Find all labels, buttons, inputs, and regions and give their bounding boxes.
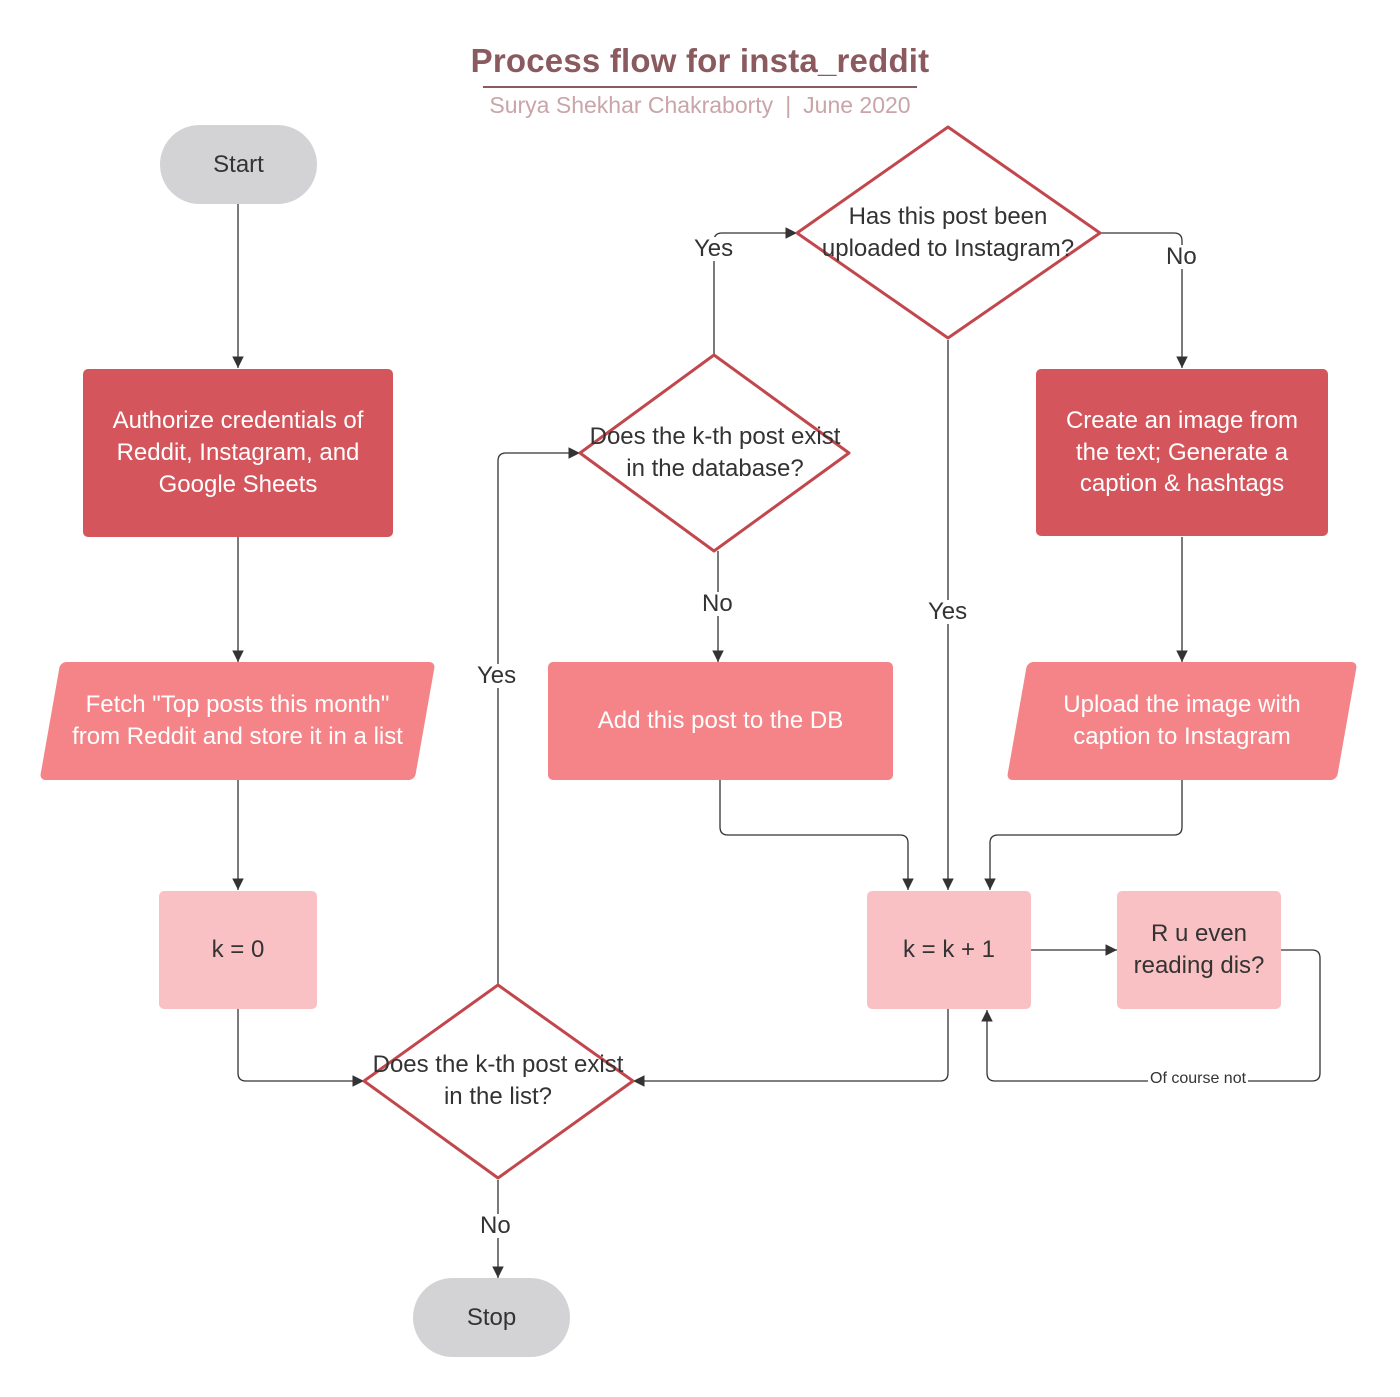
diagram-subtitle: Surya Shekhar Chakraborty | June 2020 bbox=[0, 92, 1400, 119]
diagram-title: Process flow for insta_reddit bbox=[470, 42, 930, 79]
fetch-posts-label: Fetch "Top posts this month" from Reddit… bbox=[72, 691, 403, 750]
label-uploaded-no: No bbox=[1164, 243, 1199, 270]
decision-list-shape bbox=[362, 983, 635, 1180]
label-list-no: No bbox=[478, 1212, 513, 1239]
label-reading-loop: Of course not bbox=[1148, 1070, 1249, 1087]
edge-uploaded-no-create bbox=[1100, 232, 1188, 368]
decision-uploaded-label: Has this post been uploaded to Instagram… bbox=[821, 203, 1075, 262]
edge-kinc-list bbox=[633, 1009, 949, 1087]
decision-list-label: Does the k-th post exist in the list? bbox=[372, 1051, 624, 1110]
edge-kinit-list bbox=[237, 1009, 364, 1087]
fetch-posts-io: Fetch "Top posts this month" from Reddit… bbox=[39, 662, 436, 780]
decision-db-label: Does the k-th post exist in the database… bbox=[589, 423, 841, 482]
add-post-db-box: Add this post to the DB bbox=[548, 662, 893, 780]
author-name: Surya Shekhar Chakraborty bbox=[489, 92, 774, 118]
label-db-yes: Yes bbox=[692, 235, 736, 262]
label-db-no: No bbox=[700, 590, 735, 617]
edge-reading-loop bbox=[981, 949, 1321, 1082]
label-list-yes: Yes bbox=[475, 662, 519, 689]
upload-image-io: Upload the image with caption to Instagr… bbox=[1006, 662, 1358, 780]
decision-uploaded-shape bbox=[795, 125, 1102, 340]
edge-add-kinc bbox=[719, 780, 914, 890]
title-underline bbox=[483, 86, 917, 88]
k-increment-box: k = k + 1 bbox=[867, 891, 1031, 1009]
start-terminal: Start bbox=[160, 125, 317, 204]
upload-image-label: Upload the image with caption to Instagr… bbox=[1063, 691, 1301, 750]
edge-upload-kinc bbox=[984, 780, 1183, 890]
subtitle-separator: | bbox=[785, 92, 792, 118]
diagram-date: June 2020 bbox=[803, 92, 911, 118]
create-image-box: Create an image from the text; Generate … bbox=[1036, 369, 1328, 536]
k-init-box: k = 0 bbox=[159, 891, 317, 1009]
authorize-credentials-box: Authorize credentials of Reddit, Instagr… bbox=[83, 369, 393, 537]
decision-db-shape bbox=[578, 353, 851, 553]
edge-list-yes-db bbox=[497, 447, 580, 985]
label-uploaded-yes: Yes bbox=[926, 598, 970, 625]
reading-box: R u even reading dis? bbox=[1117, 891, 1281, 1009]
stop-terminal: Stop bbox=[413, 1278, 570, 1357]
